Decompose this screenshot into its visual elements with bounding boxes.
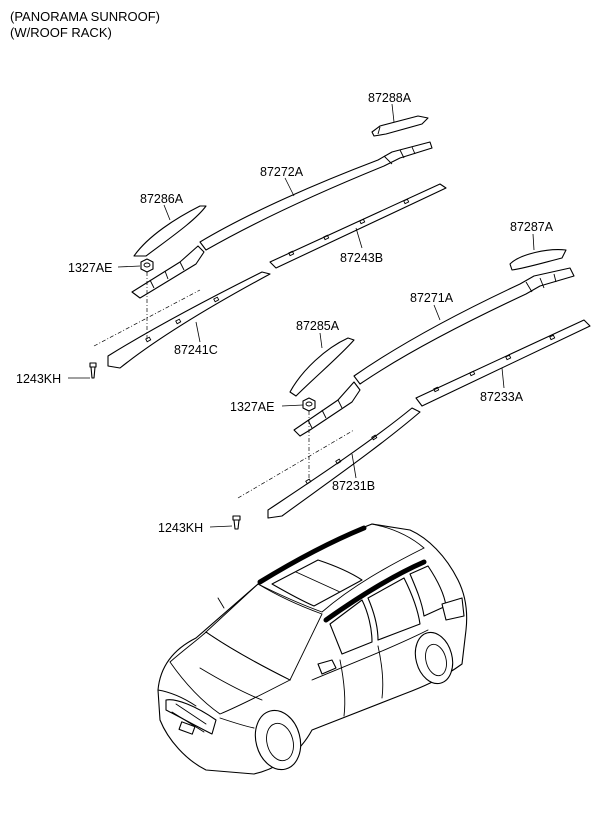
label-87243B: 87243B [340, 251, 383, 265]
label-87271A: 87271A [410, 291, 454, 305]
nut-1327AE-lower [302, 397, 316, 412]
label-1327AE-lower: 1327AE [230, 400, 274, 414]
molding-87233A [415, 319, 591, 407]
rail-bracket-right [293, 381, 361, 437]
nut-1327AE-upper [140, 258, 154, 273]
molding-87231B [267, 407, 421, 519]
label-87288A: 87288A [368, 91, 412, 105]
label-1243KH-upper: 1243KH [16, 372, 61, 386]
assembly-line-upper-1 [93, 289, 201, 347]
roof-rail-87272A [199, 141, 433, 251]
header-line-2: (W/ROOF RACK) [10, 25, 112, 40]
screw-1243KH-upper [89, 362, 97, 379]
label-87287A: 87287A [510, 220, 554, 234]
end-cap-87285A [289, 337, 355, 397]
label-87285A: 87285A [296, 319, 340, 333]
molding-87243B [269, 183, 447, 269]
vehicle-illustration [157, 523, 468, 775]
label-87233A: 87233A [480, 390, 524, 404]
label-1243KH-lower: 1243KH [158, 521, 203, 535]
end-cap-87286A [133, 205, 207, 257]
screw-1243KH-lower [232, 515, 241, 530]
label-1327AE-upper: 1327AE [68, 261, 112, 275]
header-line-1: (PANORAMA SUNROOF) [10, 9, 160, 24]
roof-rail-highlight-right [323, 559, 427, 623]
end-cap-87288A [371, 115, 429, 137]
label-87241C: 87241C [174, 343, 218, 357]
roof-rail-highlight-left [257, 525, 367, 585]
rail-bracket-left [131, 245, 205, 299]
label-87272A: 87272A [260, 165, 304, 179]
roof-rail-87271A [353, 267, 575, 385]
leader-lines [68, 103, 535, 528]
label-87231B: 87231B [332, 479, 375, 493]
label-87286A: 87286A [140, 192, 184, 206]
end-cap-87287A [509, 249, 567, 271]
molding-87241C [107, 271, 271, 369]
